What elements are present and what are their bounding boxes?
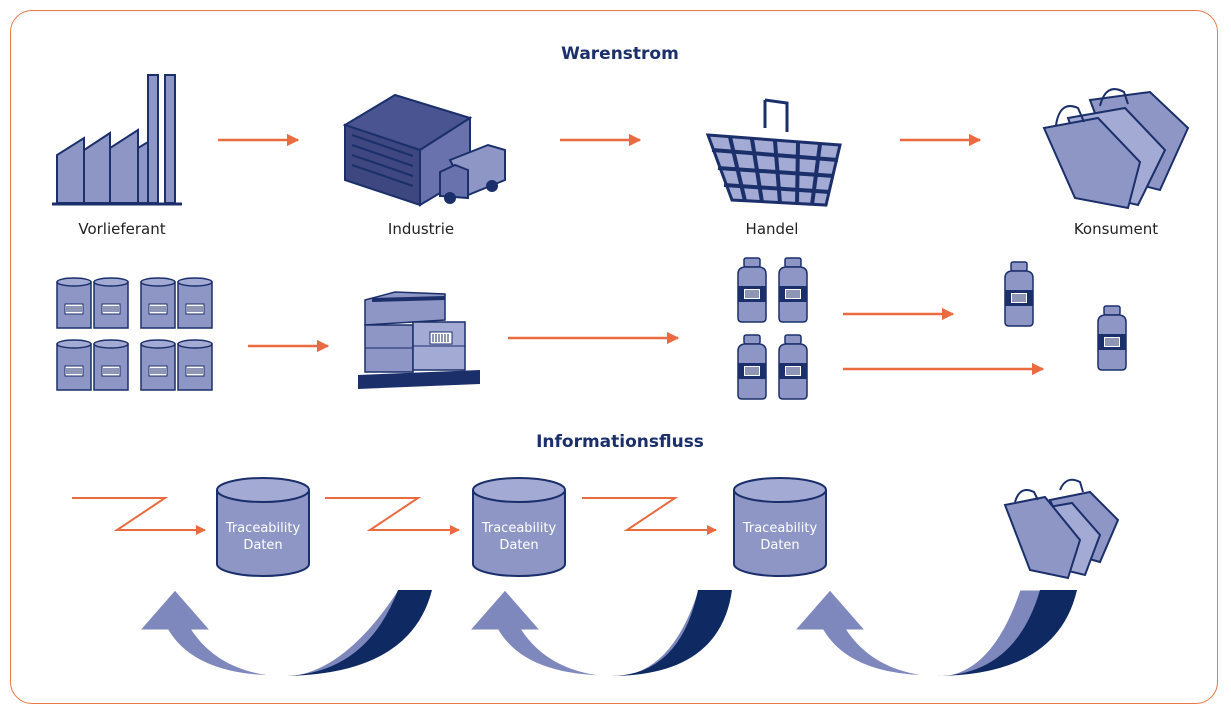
- return-arrow: [468, 589, 733, 677]
- database-label-line1: Traceability: [742, 521, 818, 536]
- database-label: Traceability Daten: [735, 520, 825, 554]
- drums-icon: [56, 277, 213, 391]
- database-label-line2: Daten: [243, 538, 283, 553]
- stage-label-handel: Handel: [745, 220, 799, 238]
- shopping-bags-small-icon: [1003, 478, 1120, 580]
- database-label-line1: Traceability: [481, 521, 557, 536]
- return-arrow: [793, 589, 1078, 677]
- heading-informationsfluss: Informationsfluss: [536, 432, 704, 452]
- stage-label-konsument: Konsument: [1073, 220, 1159, 238]
- database-label: Traceability Daten: [218, 520, 308, 554]
- shopping-basket-icon: [705, 98, 842, 207]
- stage-label-vorlieferant: Vorlieferant: [78, 220, 166, 238]
- pallet-boxes-icon: [358, 291, 480, 389]
- stage-label-industrie: Industrie: [387, 220, 455, 238]
- warehouse-truck-icon: [342, 93, 506, 207]
- data-flow-arrow: [72, 497, 206, 535]
- bottles-icon: [737, 257, 808, 400]
- database-label-line2: Daten: [760, 538, 800, 553]
- shopping-bags-icon: [1042, 88, 1190, 210]
- bottle-icon: [1004, 261, 1034, 327]
- database-label: Traceability Daten: [474, 520, 564, 554]
- database-label-line2: Daten: [499, 538, 539, 553]
- bottle-icon: [1097, 305, 1127, 371]
- database-label-line1: Traceability: [225, 521, 301, 536]
- return-arrow: [138, 589, 433, 677]
- data-flow-arrow: [582, 497, 717, 535]
- data-flow-arrow: [325, 497, 460, 535]
- factory-icon: [52, 74, 182, 206]
- heading-warenstrom: Warenstrom: [561, 44, 679, 64]
- diagram-frame: [10, 10, 1218, 704]
